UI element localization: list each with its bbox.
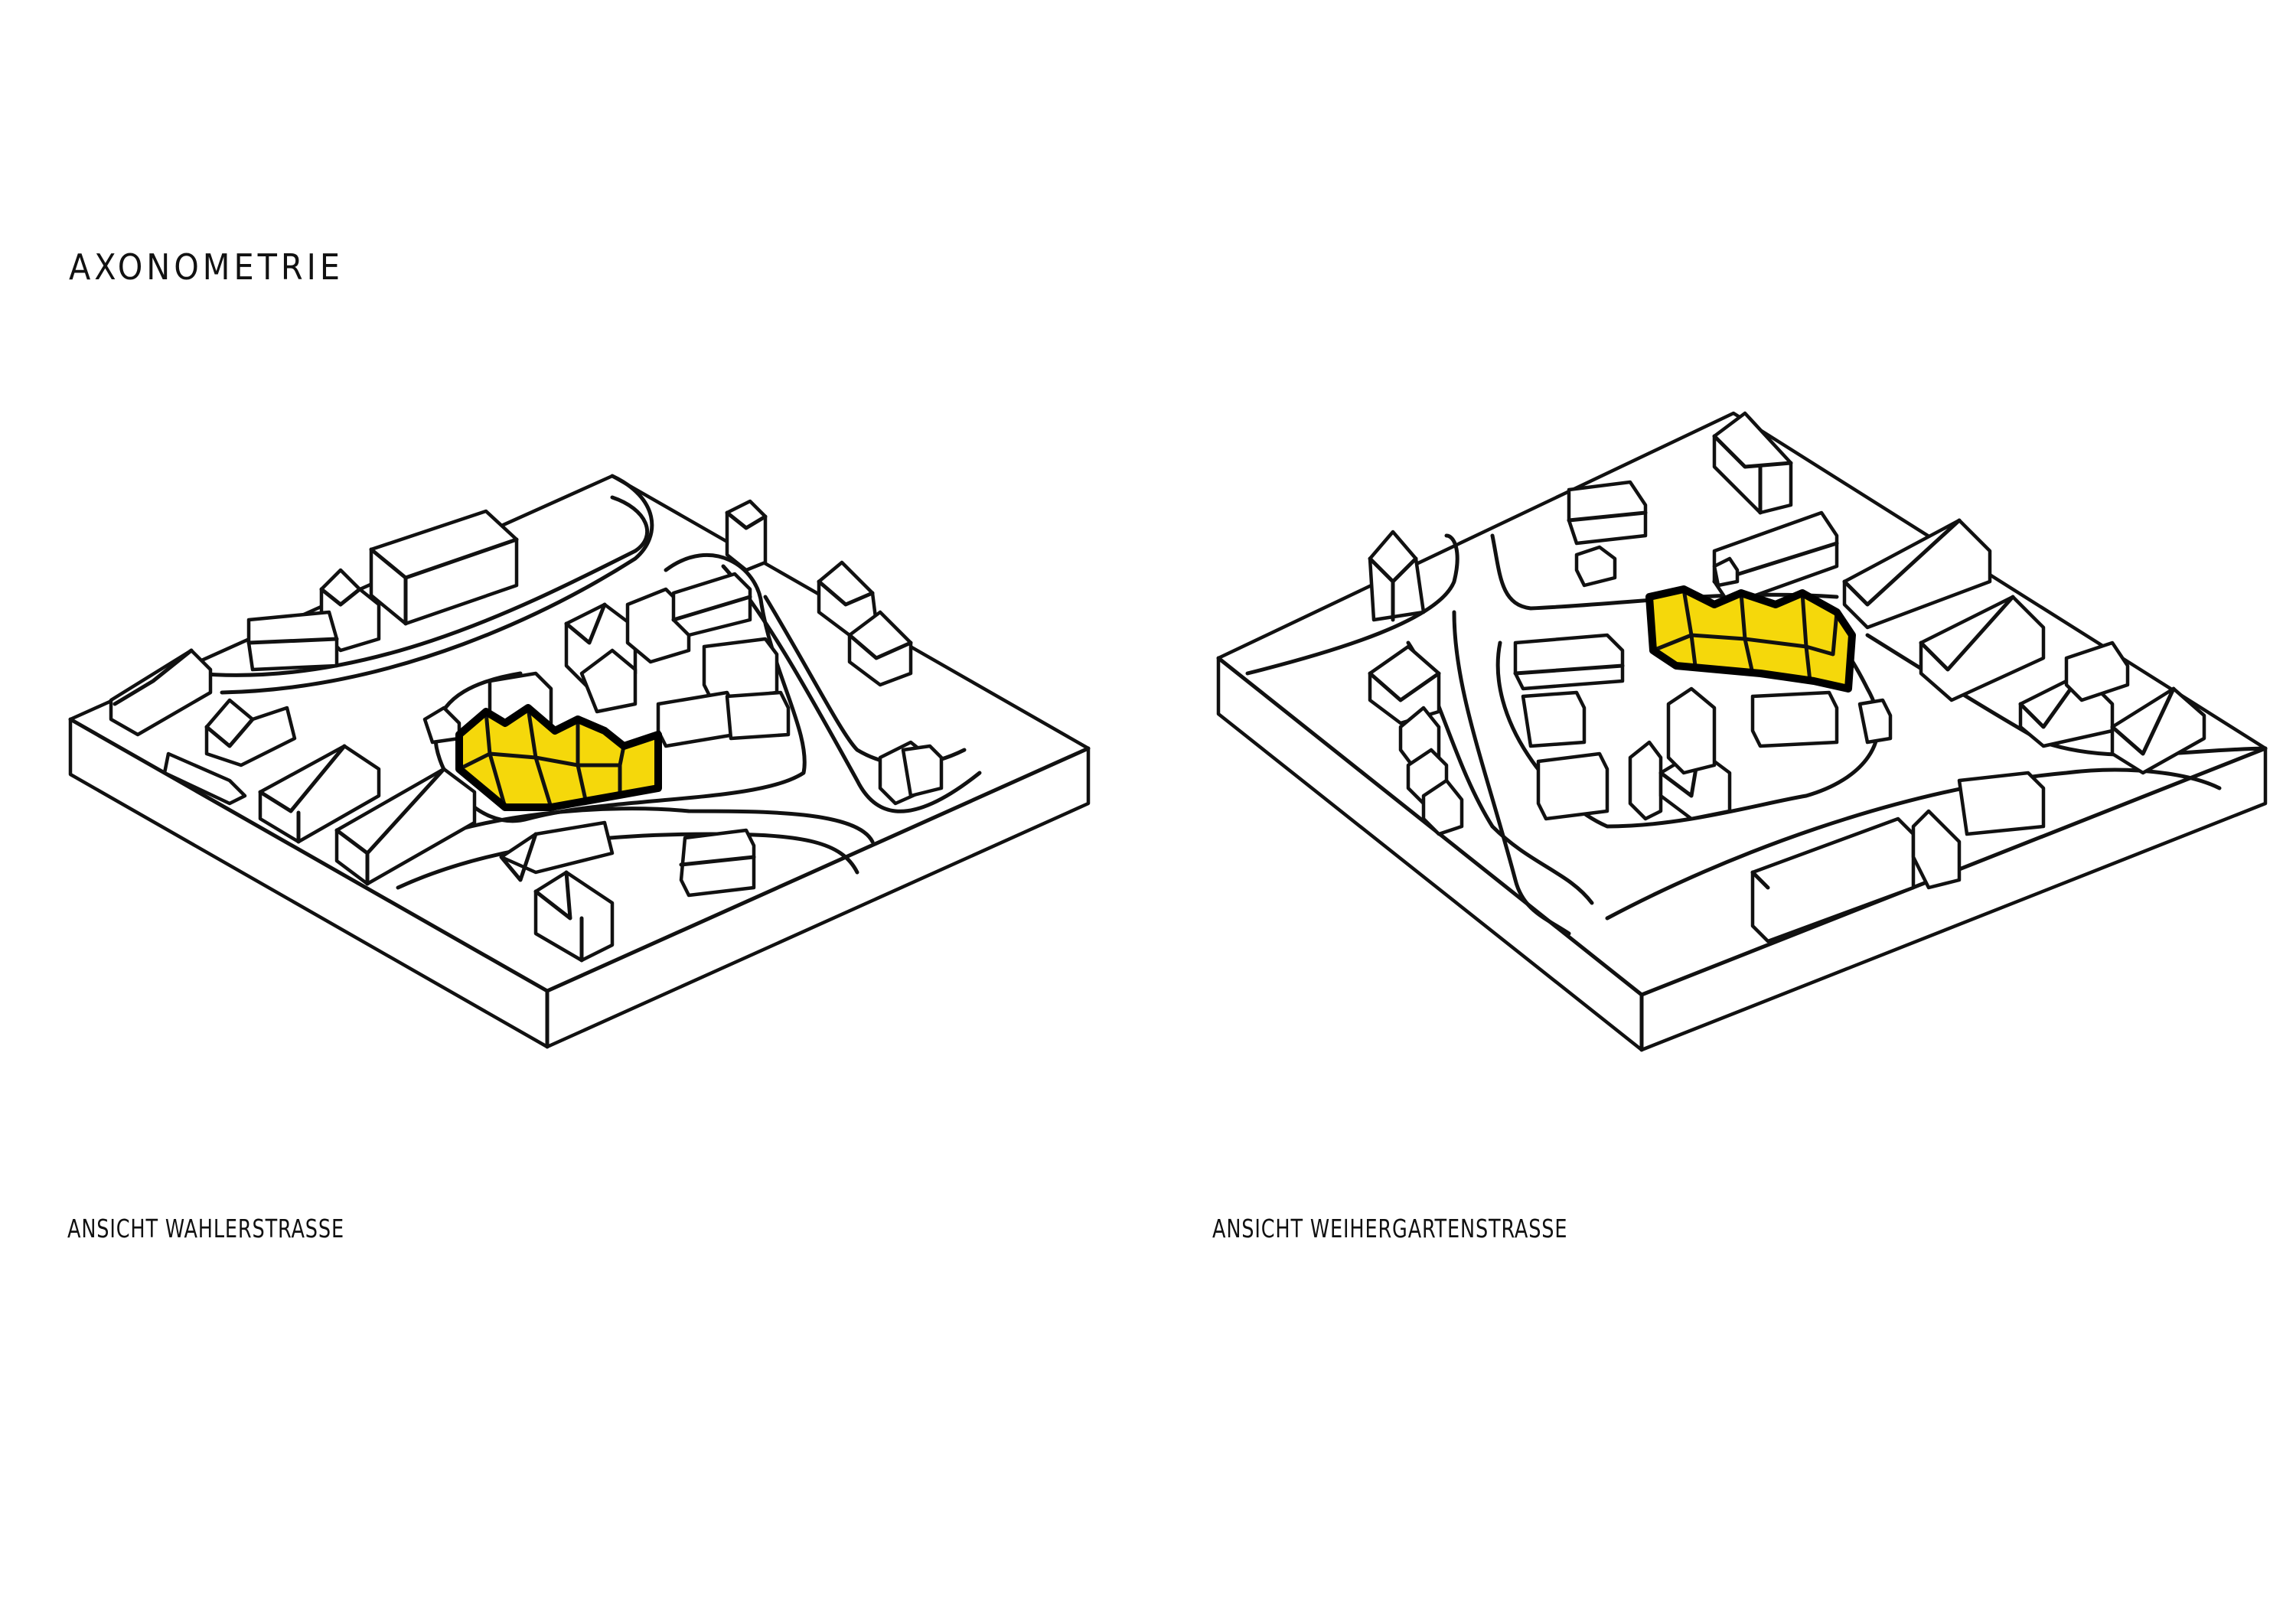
page-title: AXONOMETRIE xyxy=(69,246,344,288)
buildings-right xyxy=(1368,411,2206,943)
axonometry-wahlerstrasse xyxy=(68,474,1091,1049)
caption-weihergartenstrasse: ANSICHT WEIHERGARTENSTRASSE xyxy=(1212,1214,1568,1243)
caption-wahlerstrasse: ANSICHT WAHLERSTRASSE xyxy=(67,1214,344,1243)
site-base-right xyxy=(1216,411,2268,1052)
highlight-building-right xyxy=(1645,585,1856,693)
buildings-left xyxy=(109,499,944,963)
highlight-building-left xyxy=(455,704,662,811)
axonometry-weihergartenstrasse xyxy=(1216,411,2268,1052)
